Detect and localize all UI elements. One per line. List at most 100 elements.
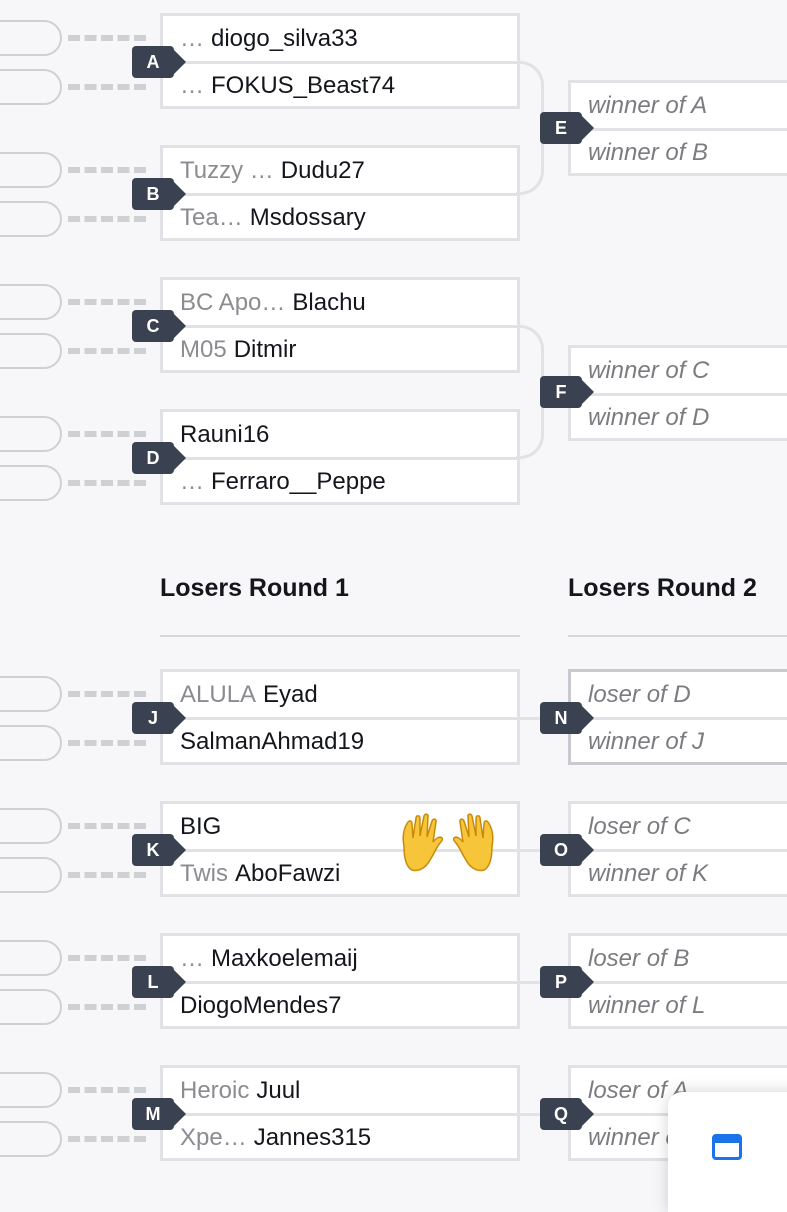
match-badge-d[interactable]: D <box>132 442 186 474</box>
match-card-a[interactable]: …diogo_silva33 …FOKUS_Beast74 <box>160 13 520 109</box>
raising-hands-emoji <box>402 813 494 872</box>
match-badge-e[interactable]: E <box>540 112 594 144</box>
browser-window-icon[interactable] <box>712 1134 742 1160</box>
slot-divider <box>163 193 517 196</box>
entry-slot <box>0 69 62 105</box>
dashed-connector <box>68 691 146 697</box>
match-slot[interactable]: loser of D <box>571 672 787 717</box>
player-name: AboFawzi <box>235 859 341 887</box>
player-name: BIG <box>180 812 222 840</box>
losers-round-1-heading: Losers Round 1 <box>160 574 349 602</box>
match-slot[interactable]: DiogoMendes7 <box>163 983 517 1028</box>
match-slot[interactable]: winner of A <box>571 83 787 128</box>
match-badge-k[interactable]: K <box>132 834 186 866</box>
match-slot[interactable]: winner of C <box>571 348 787 393</box>
match-card-n[interactable]: loser of D winner of J <box>568 669 787 765</box>
match-badge-m[interactable]: M <box>132 1098 186 1130</box>
entry-slot <box>0 333 62 369</box>
placeholder-text: winner of C <box>588 356 710 384</box>
match-card-f[interactable]: winner of C winner of D <box>568 345 787 441</box>
match-slot[interactable]: winner of L <box>571 983 787 1028</box>
floating-panel <box>668 1092 787 1212</box>
team-tag: Twis <box>180 859 228 887</box>
dashed-connector <box>68 1004 146 1010</box>
match-badge-n[interactable]: N <box>540 702 594 734</box>
dashed-connector <box>68 480 146 486</box>
dashed-connector <box>68 348 146 354</box>
placeholder-text: winner of L <box>588 991 706 1019</box>
team-tag: … <box>180 944 204 972</box>
match-slot[interactable]: Rauni16 <box>163 412 517 457</box>
match-badge-b[interactable]: B <box>132 178 186 210</box>
match-slot[interactable]: …Maxkoelemaij <box>163 936 517 981</box>
match-slot[interactable]: BC Apo…Blachu <box>163 280 517 325</box>
team-tag: … <box>180 467 204 495</box>
placeholder-text: winner of J <box>588 727 705 755</box>
slot-divider <box>571 849 787 852</box>
entry-slot <box>0 465 62 501</box>
match-slot[interactable]: …FOKUS_Beast74 <box>163 63 517 108</box>
match-slot[interactable]: winner of K <box>571 851 787 896</box>
match-slot[interactable]: loser of C <box>571 804 787 849</box>
match-badge-q[interactable]: Q <box>540 1098 594 1130</box>
dashed-connector <box>68 1136 146 1142</box>
dashed-connector <box>68 955 146 961</box>
match-slot[interactable]: loser of B <box>571 936 787 981</box>
match-slot[interactable]: winner of B <box>571 130 787 175</box>
match-card-d[interactable]: Rauni16 …Ferraro__Peppe <box>160 409 520 505</box>
placeholder-text: loser of C <box>588 812 691 840</box>
player-name: Ferraro__Peppe <box>211 467 386 495</box>
match-badge-p[interactable]: P <box>540 966 594 998</box>
placeholder-text: winner of B <box>588 138 709 166</box>
dashed-connector <box>68 84 146 90</box>
team-tag: Tuzzy … <box>180 156 274 184</box>
match-slot[interactable]: winner of J <box>571 719 787 764</box>
team-tag: … <box>180 24 204 52</box>
match-badge-l[interactable]: L <box>132 966 186 998</box>
match-slot[interactable]: Tea…Msdossary <box>163 195 517 240</box>
match-card-b[interactable]: Tuzzy …Dudu27 Tea…Msdossary <box>160 145 520 241</box>
placeholder-text: loser of D <box>588 680 691 708</box>
match-badge-a[interactable]: A <box>132 46 186 78</box>
player-name: FOKUS_Beast74 <box>211 71 396 99</box>
entry-slot <box>0 284 62 320</box>
match-badge-c[interactable]: C <box>132 310 186 342</box>
match-slot[interactable]: Xpe…Jannes315 <box>163 1115 517 1160</box>
match-slot[interactable]: winner of D <box>571 395 787 440</box>
match-card-l[interactable]: …Maxkoelemaij DiogoMendes7 <box>160 933 520 1029</box>
match-slot[interactable]: Tuzzy …Dudu27 <box>163 148 517 193</box>
match-slot[interactable]: …Ferraro__Peppe <box>163 459 517 504</box>
player-name: diogo_silva33 <box>211 24 358 52</box>
match-badge-f[interactable]: F <box>540 376 594 408</box>
player-name: Maxkoelemaij <box>211 944 358 972</box>
match-badge-o[interactable]: O <box>540 834 594 866</box>
slot-divider <box>163 61 517 64</box>
losers-round-2-heading: Losers Round 2 <box>568 574 757 602</box>
match-card-p[interactable]: loser of B winner of L <box>568 933 787 1029</box>
placeholder-text: winner of K <box>588 859 709 887</box>
match-slot[interactable]: SalmanAhmad19 <box>163 719 517 764</box>
slot-divider <box>163 849 517 852</box>
entry-slot <box>0 1072 62 1108</box>
team-tag: BC Apo… <box>180 288 286 316</box>
player-name: Ditmir <box>233 335 297 363</box>
match-slot[interactable]: BIG <box>163 804 517 849</box>
match-slot[interactable]: …diogo_silva33 <box>163 16 517 61</box>
placeholder-text: winner of D <box>588 403 710 431</box>
player-name: SalmanAhmad19 <box>180 727 365 755</box>
match-card-o[interactable]: loser of C winner of K <box>568 801 787 897</box>
entry-slot <box>0 416 62 452</box>
player-name: Msdossary <box>249 203 366 231</box>
match-badge-j[interactable]: J <box>132 702 186 734</box>
match-card-e[interactable]: winner of A winner of B <box>568 80 787 176</box>
team-tag: Xpe… <box>180 1123 247 1151</box>
team-tag: ALULA <box>180 680 257 708</box>
